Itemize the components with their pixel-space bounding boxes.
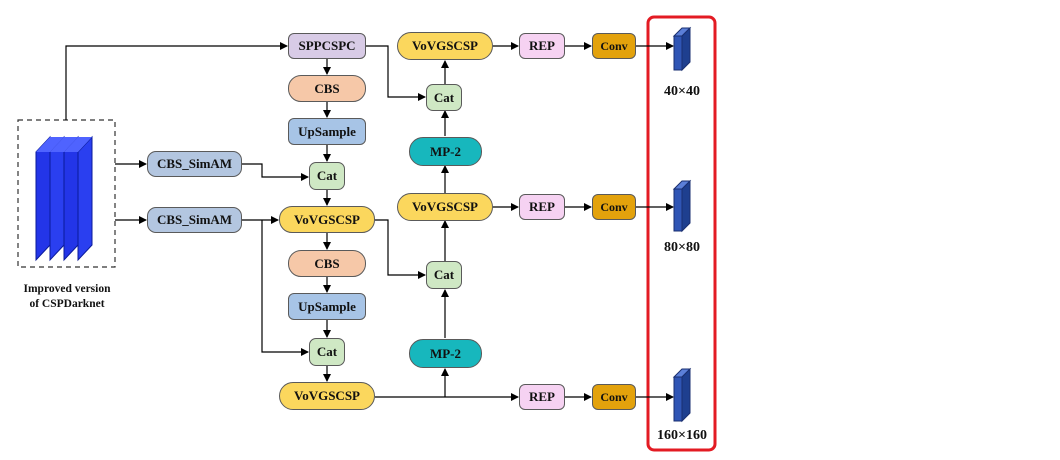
vovgscsp-block-top: VoVGSCSP (397, 32, 493, 60)
rep-block-bottom: REP (519, 384, 565, 410)
mp2-block-top: MP-2 (409, 137, 482, 166)
output-tensor-80 (672, 179, 692, 233)
upsample-block-mid: UpSample (288, 293, 366, 320)
rep-block-mid: REP (519, 194, 565, 220)
vovgscsp-block-mid-left: VoVGSCSP (279, 206, 375, 233)
cat-block-top-right: Cat (426, 84, 462, 111)
output-label-80x80: 80×80 (664, 240, 700, 255)
output-tensor-160 (672, 367, 692, 423)
mp2-block-bottom: MP-2 (409, 339, 482, 368)
vovgscsp-block-mid-right: VoVGSCSP (397, 193, 493, 221)
output-highlight-frame (646, 15, 717, 452)
cat-block-mid-right: Cat (426, 261, 462, 289)
upsample-block-top: UpSample (288, 118, 366, 145)
connection-lines (65, 42, 674, 401)
sppcspc-block: SPPCSPC (288, 33, 366, 59)
rep-block-top: REP (519, 33, 565, 59)
conv-block-top: Conv (592, 33, 636, 59)
cat-block-bottom-left: Cat (309, 338, 345, 366)
vovgscsp-block-bottom: VoVGSCSP (279, 382, 375, 410)
backbone-caption-line1: Improved version (23, 283, 111, 295)
cbs-simam-block-1: CBS_SimAM (147, 151, 242, 177)
cbs-block-mid: CBS (288, 250, 366, 277)
output-label-40x40: 40×40 (664, 84, 700, 99)
conv-block-bottom: Conv (592, 384, 636, 410)
backbone-caption-line2: of CSPDarknet (29, 298, 105, 310)
cbs-simam-block-2: CBS_SimAM (147, 207, 242, 233)
cbs-block-top: CBS (288, 75, 366, 102)
backbone-feature-stack (35, 135, 93, 262)
cat-block-mid-left: Cat (309, 162, 345, 190)
output-tensor-40 (672, 26, 692, 72)
conv-block-mid: Conv (592, 194, 636, 220)
backbone-caption: Improved version of CSPDarknet (14, 282, 120, 312)
output-label-160x160: 160×160 (657, 428, 707, 443)
